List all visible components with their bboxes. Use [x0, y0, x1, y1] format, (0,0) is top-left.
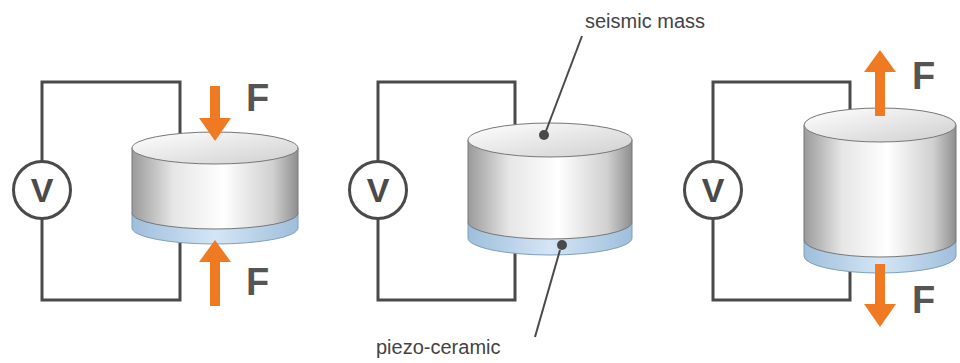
force-arrow	[864, 50, 896, 72]
piezo-sensor	[804, 108, 956, 273]
voltmeter: V	[12, 160, 72, 220]
part-label: seismic mass	[583, 10, 707, 32]
leader-line	[535, 250, 560, 337]
wire	[42, 82, 850, 300]
force-label: F	[912, 280, 935, 322]
force-arrow	[875, 70, 885, 116]
voltmeter: V	[348, 160, 408, 220]
piezo-sensor	[468, 123, 632, 255]
force-arrow	[199, 118, 231, 141]
leader-dot	[557, 240, 567, 250]
force-label: F	[912, 56, 935, 98]
voltmeter-symbol: V	[367, 173, 390, 207]
seismic-mass-top	[468, 123, 632, 157]
voltmeter-symbol: V	[31, 173, 54, 207]
force-arrow	[875, 264, 885, 306]
seismic-mass	[804, 125, 956, 257]
force-arrow	[199, 240, 231, 262]
voltmeter: V	[683, 160, 743, 220]
force-label: F	[246, 262, 269, 304]
piezo-sensor	[132, 132, 298, 244]
force-arrow	[199, 50, 896, 327]
voltmeter-symbol: V	[702, 173, 725, 207]
leader-line	[535, 36, 582, 337]
force-arrow	[210, 260, 220, 306]
leader-line	[546, 36, 582, 131]
force-arrow	[864, 304, 896, 327]
force-label: F	[246, 78, 269, 120]
leader-dot	[539, 130, 549, 140]
part-label: piezo-ceramic	[374, 336, 502, 358]
force-arrow	[210, 86, 220, 120]
